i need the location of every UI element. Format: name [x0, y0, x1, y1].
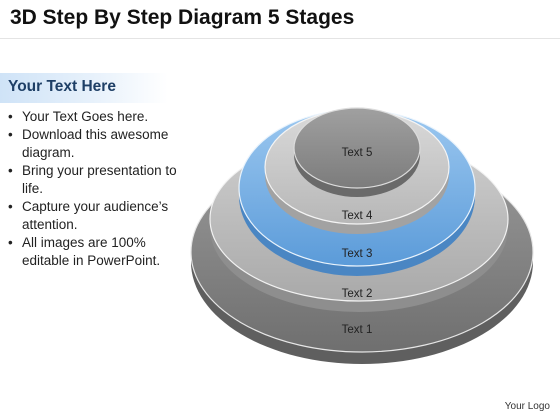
stage-5-label: Text 5 [342, 147, 373, 159]
stage-1-label: Text 1 [342, 324, 373, 336]
bullet-item: Download this awesome diagram. [6, 126, 181, 162]
stage-5 [293, 107, 421, 197]
stage-2-label: Text 2 [342, 288, 373, 300]
stage-5-top [293, 107, 421, 189]
bullet-item: Bring your presentation to life. [6, 162, 181, 198]
page-title: 3D Step By Step Diagram 5 Stages [10, 6, 355, 29]
stage-4-label: Text 4 [342, 210, 373, 222]
bullet-list: Your Text Goes here. Download this aweso… [6, 108, 181, 270]
bullet-item: All images are 100% editable in PowerPoi… [6, 234, 181, 270]
stage-3-label: Text 3 [342, 248, 373, 260]
sidebar-heading-bar: Your Text Here [0, 73, 168, 103]
logo-text: Your Logo [504, 401, 550, 412]
bullet-item: Capture your audience’s attention. [6, 198, 181, 234]
title-divider [0, 38, 560, 39]
sidebar-heading: Your Text Here [8, 78, 116, 95]
bullet-item: Your Text Goes here. [6, 108, 181, 126]
